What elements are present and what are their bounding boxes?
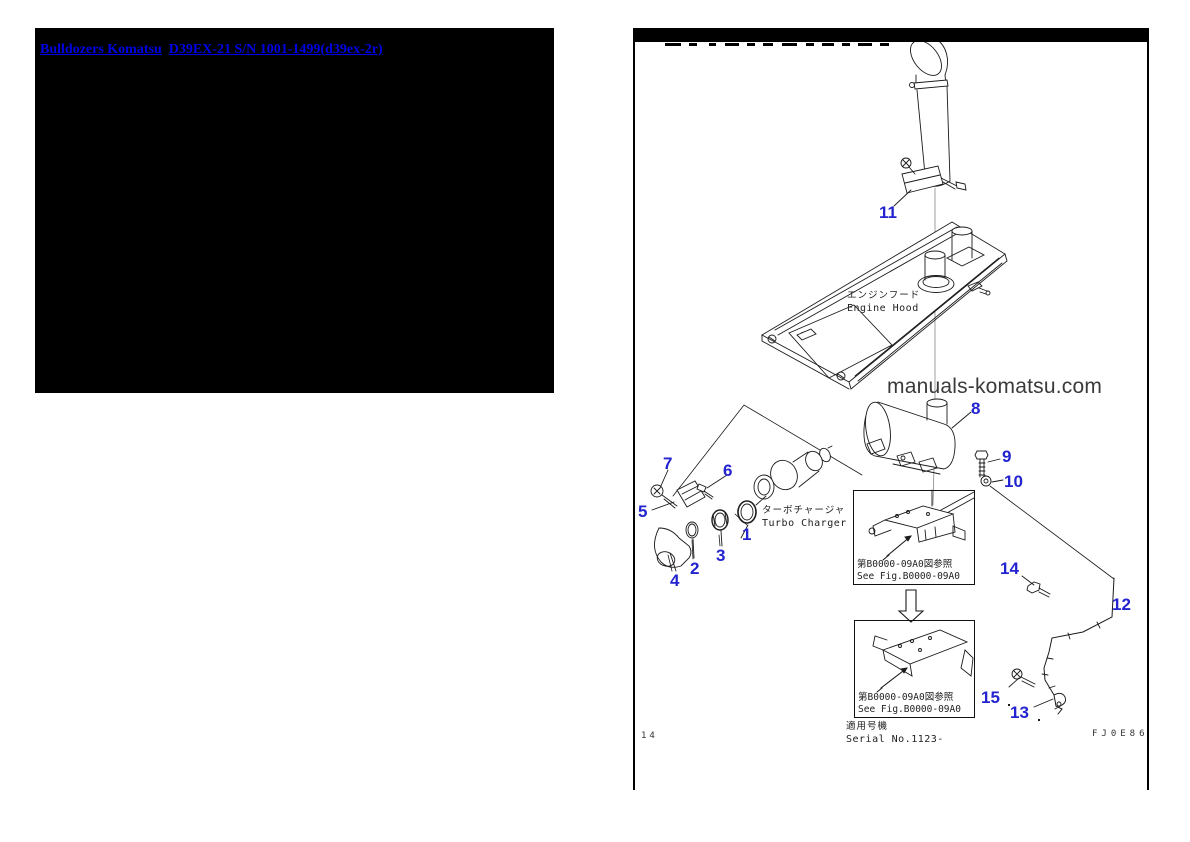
applicable-serial-en: Serial No.1123- xyxy=(846,734,944,745)
bolt-drawing-7 xyxy=(650,469,678,509)
bolt-drawing-14 xyxy=(1021,575,1051,598)
mounting-bolt-drawing-9 xyxy=(974,450,1001,478)
part-callout-15: 15 xyxy=(981,688,1000,707)
muffler-drawing xyxy=(863,398,972,475)
applicable-serial-label: 適用号機 Serial No.1123- xyxy=(846,720,944,746)
clamp-ring-drawing-1 xyxy=(737,500,757,539)
part-callout-10: 10 xyxy=(1004,472,1023,491)
sheet-drawing-code: FJ0E86 xyxy=(1092,729,1149,739)
part-callout-4: 4 xyxy=(670,571,680,590)
turbo-charger-drawing xyxy=(753,445,833,506)
see-fig-lower-caption: 第B0000-09A0図参照 See Fig.B0000-09A0 xyxy=(858,692,961,715)
exhaust-pipe-drawing xyxy=(909,38,951,187)
parts-diagram-sheet: manuals-komatsu.com エンジンフード Engine Hood … xyxy=(633,28,1149,790)
part-callout-12: 12 xyxy=(1112,595,1131,614)
link-bulldozers-komatsu[interactable]: Bulldozers Komatsu xyxy=(40,42,162,57)
bolt-drawing-15 xyxy=(1008,668,1036,688)
turbo-charger-label-jp: ターボチャージャ xyxy=(762,505,846,516)
applicable-serial-jp: 適用号機 xyxy=(846,721,889,732)
part-callout-9: 9 xyxy=(1002,447,1012,466)
o-ring-drawing-2 xyxy=(685,521,699,559)
see-fig-upper-caption: 第B0000-09A0図参照 See Fig.B0000-09A0 xyxy=(857,559,960,582)
elbow-hose-drawing-4 xyxy=(654,527,692,572)
sheet-page-number: 14 xyxy=(641,731,658,741)
engine-hood-label-en: Engine Hood xyxy=(847,303,919,314)
leader-lines-small-parts xyxy=(667,513,748,572)
reference-box-lower-bracket-drawing xyxy=(872,629,974,693)
catalog-header-panel: Bulldozers Komatsu D39EX-21 S/N 1001-1499… xyxy=(35,28,554,393)
part-callout-1: 1 xyxy=(742,525,752,544)
part-callout-13: 13 xyxy=(1010,703,1029,722)
engine-hood-label: エンジンフード Engine Hood xyxy=(847,289,920,315)
down-arrow-shape xyxy=(897,589,925,623)
coupling-drawing-3 xyxy=(711,509,729,547)
breadcrumb: Bulldozers Komatsu D39EX-21 S/N 1001-1499… xyxy=(40,42,390,58)
stray-dot-marks xyxy=(1008,704,1040,721)
bolt-drawing-6 xyxy=(696,474,728,500)
see-fig-upper-jp: 第B0000-09A0図参照 xyxy=(857,559,953,570)
clamp-drawing-13 xyxy=(1033,692,1067,710)
see-fig-lower-jp: 第B0000-09A0図参照 xyxy=(858,692,954,703)
link-model-d39ex-21[interactable]: D39EX-21 S/N 1001-1499(d39ex-2r) xyxy=(168,42,383,57)
see-fig-lower-en: See Fig.B0000-09A0 xyxy=(858,703,961,715)
wiring-harness-drawing-12 xyxy=(1041,577,1115,715)
engine-hood-label-jp: エンジンフード xyxy=(847,290,921,301)
diagram-title-bar xyxy=(633,28,1149,42)
part-callout-6: 6 xyxy=(723,461,733,480)
pipe-clamp-drawing xyxy=(893,157,967,207)
part-callout-7: 7 xyxy=(663,454,673,473)
part-callout-14: 14 xyxy=(1000,559,1019,578)
engine-hood-drawing xyxy=(761,221,1008,390)
part-callout-2: 2 xyxy=(690,559,700,578)
part-callout-11: 11 xyxy=(879,203,897,222)
watermark-text: manuals-komatsu.com xyxy=(887,375,1103,398)
part-callout-3: 3 xyxy=(716,546,726,565)
reference-box-upper: 第B0000-09A0図参照 See Fig.B0000-09A0 xyxy=(853,490,975,585)
turbo-charger-label: ターボチャージャ Turbo Charger xyxy=(762,504,847,530)
washer-drawing-10 xyxy=(980,475,1115,580)
turbo-charger-label-en: Turbo Charger xyxy=(762,518,847,529)
see-fig-upper-en: See Fig.B0000-09A0 xyxy=(857,570,960,582)
reference-box-lower: 第B0000-09A0図参照 See Fig.B0000-09A0 xyxy=(854,620,975,718)
reference-box-upper-bracket-drawing xyxy=(868,489,975,561)
diagram-line-art xyxy=(650,38,1115,721)
part-callout-5: 5 xyxy=(638,502,648,521)
part-callout-8: 8 xyxy=(971,399,981,418)
clipped-header-text-dashes xyxy=(665,43,889,46)
